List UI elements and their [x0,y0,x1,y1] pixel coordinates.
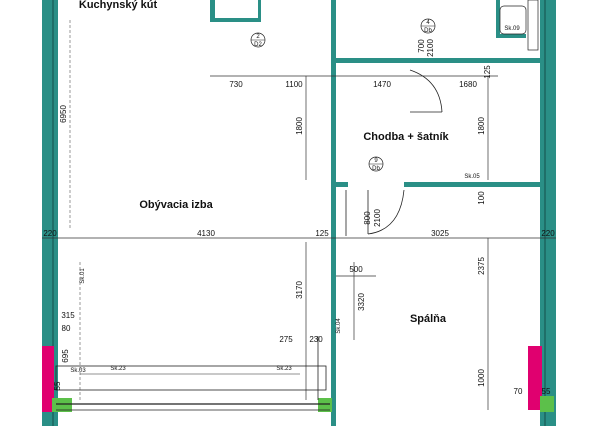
dim-700: 700 [417,39,426,53]
dim-80: 80 [62,324,71,333]
wall-bath-bottom [210,18,260,22]
tag-labels: Sk.01 Sk.03 Sk.04 Sk.05 Sk.09 Sk.23 Sk.2… [70,26,520,374]
walls [42,0,556,426]
wall-center [331,0,336,426]
door-hall-swing [409,69,443,113]
dim-100: 100 [477,191,486,205]
wall-top-right-room-b [496,34,526,38]
door-marker-2-sub: D2 [254,42,262,48]
wall-left-inner-line [52,0,54,426]
tag-sk23-right: Sk.23 [276,366,292,372]
stair-railing [55,365,327,391]
dim-1100: 1100 [285,80,303,89]
door-marker-9-num: 9 [374,158,378,164]
room-label-bedroom: Spálňa [410,313,447,325]
dim-275: 275 [279,335,293,344]
dim-1680: 1680 [459,80,477,89]
dim-230: 230 [309,335,323,344]
door-marker-2-num: 2 [256,34,260,40]
green-block-left [52,398,72,412]
dim-800: 800 [363,211,372,225]
room-labels: Kuchynský kút Obývacia izba Chodba + šat… [79,0,450,325]
dim-4130: 4130 [197,229,215,238]
door-bedroom-swing [367,189,405,235]
door-markers: 2 D2 4 Db 9 Db [250,18,436,172]
dim-70: 70 [514,387,523,396]
dim-2375: 2375 [477,257,486,275]
dim-6950: 6950 [59,105,68,123]
dim-3170: 3170 [295,281,304,299]
door-marker-4-num: 4 [426,20,430,26]
doors [367,69,443,235]
dim-500: 500 [349,265,363,274]
accents [42,346,554,412]
dim-2100-top: 2100 [426,39,435,57]
dim-55-right: 55 [542,387,551,396]
tag-sk03: Sk.03 [70,368,86,374]
green-block-right [540,396,554,412]
dim-55-left: 55 [53,381,62,390]
wall-right [540,0,556,426]
dim-730: 730 [229,80,243,89]
bath-fixture [499,5,527,35]
room-label-living: Obývacia izba [139,199,213,211]
room-label-hall: Chodba + šatník [363,131,449,143]
wall-top-right-room [496,0,500,38]
green-block-center [318,398,332,412]
door-marker-4-sub: Db [424,28,432,34]
dim-315: 315 [61,311,75,320]
right-wall-box [527,0,539,51]
magenta-block-right [528,346,542,410]
dim-1800-left: 1800 [295,117,304,135]
wall-hall-top [336,58,540,63]
wall-bath-top [210,0,215,22]
magenta-block-left [42,346,54,412]
tag-sk01: Sk.01 [80,268,86,284]
tag-sk23-left: Sk.23 [110,366,126,372]
room-label-kitchen: Kuchynský kút [79,0,158,11]
wall-bedroom-top-short [336,182,348,187]
dim-220-left: 220 [43,229,57,238]
dim-3320: 3320 [357,293,366,311]
wall-bath-right [258,0,261,22]
dim-125-top: 125 [483,65,492,79]
dim-1000: 1000 [477,369,486,387]
door-marker-9-sub: Db [372,166,380,172]
wall-right-inner-line [544,0,546,426]
dim-2100-mid: 2100 [373,209,382,227]
dim-3025: 3025 [431,229,449,238]
interior-lines [42,0,556,411]
dim-1800-right: 1800 [477,117,486,135]
dim-695: 695 [61,349,70,363]
dim-125-mid: 125 [315,229,329,238]
dimension-labels: 730 1100 1470 1680 125 6950 1800 1800 70… [43,39,555,396]
dim-220-right: 220 [541,229,555,238]
wall-bedroom-top [404,182,540,187]
tag-sk09: Sk.09 [504,26,520,32]
tag-sk04: Sk.04 [336,318,342,334]
dim-1470: 1470 [373,80,391,89]
tag-sk05: Sk.05 [464,174,480,180]
